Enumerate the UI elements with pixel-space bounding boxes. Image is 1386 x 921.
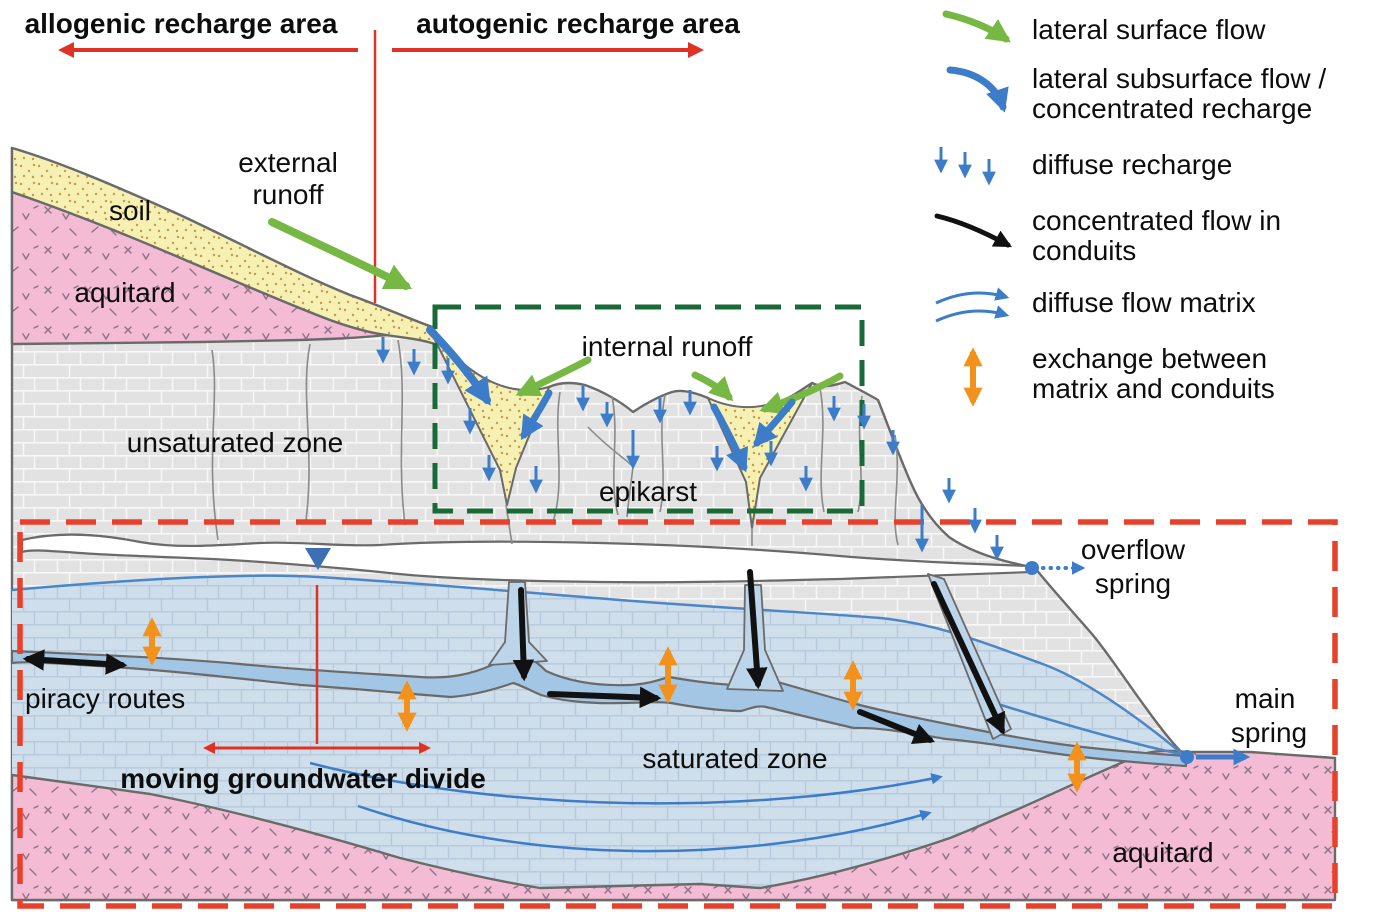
saturated-zone-label: saturated zone [642, 743, 827, 774]
matrix-flow-curve [357, 804, 932, 853]
water-table-line [11, 574, 1187, 758]
piracy-route-arrow [22, 649, 128, 675]
diffuse-recharge-arrows [376, 337, 1004, 561]
legend-label: matrix and conduits [1032, 373, 1275, 404]
internal-runoff-arrow [759, 372, 844, 415]
legend-label: lateral surface flow [1032, 14, 1266, 45]
saturated-zone-region [12, 575, 1186, 888]
legend-label: concentrated flow in [1032, 205, 1281, 236]
water-table-marker-icon [305, 548, 331, 570]
soil-layer-region [10, 146, 445, 349]
external-runoff-label: runoff [252, 179, 323, 210]
legend-label: diffuse flow matrix [1032, 287, 1256, 318]
legend-label: conduits [1032, 235, 1136, 266]
diffuse-flow-matrix-arrows-icon [935, 287, 1010, 305]
legend-item-exchange: exchange between matrix and conduits [963, 343, 1275, 407]
epikarst-dashed-box [432, 304, 865, 514]
diagram-labels: allogenic recharge area autogenic rechar… [25, 8, 1308, 868]
legend-item-lateral-surface-flow: lateral surface flow [942, 10, 1266, 45]
concentrated-recharge-arrow [520, 389, 553, 441]
legend-item-lateral-subsurface-flow: lateral subsurface flow / concentrated r… [946, 63, 1326, 124]
concentrated-flow-arrow-icon [934, 213, 1012, 248]
overflow-spring-outlet [1025, 561, 1039, 575]
unsaturated-zone-label: unsaturated zone [127, 427, 343, 458]
shaft-flow-arrow [746, 569, 768, 690]
piracy-routes-label: piracy routes [25, 683, 185, 714]
legend-item-concentrated-flow: concentrated flow in conduits [934, 205, 1281, 266]
boundary-annotations [17, 30, 1338, 909]
legend-label: concentrated recharge [1032, 93, 1312, 124]
allogenic-area-header: allogenic recharge area [25, 8, 338, 39]
legend-item-diffuse-flow-matrix: diffuse flow matrix [935, 287, 1256, 323]
concentrated-conduit-flow-arrows [22, 569, 1005, 745]
external-runoff-arrow [268, 218, 413, 290]
internal-runoff-label: internal runoff [582, 331, 753, 362]
main-spring-outlet [1180, 750, 1194, 764]
lateral-subsurface-flow-arrow-icon [946, 66, 1009, 113]
external-runoff-label: external [238, 147, 338, 178]
lower-aquitard-label: aquitard [1112, 837, 1213, 868]
legend-label: exchange between [1032, 343, 1267, 374]
shaft-flow-arrow [512, 587, 535, 682]
diffuse-flow-matrix-arrows-icon [935, 305, 1010, 323]
overflow-spring-label: spring [1095, 568, 1171, 599]
conduit-flow-arrow [547, 686, 662, 709]
moving-groundwater-divide-label: moving groundwater divide [120, 763, 486, 794]
legend-item-diffuse-recharge: diffuse recharge [934, 147, 1232, 186]
model-domain-dashed-box [17, 519, 1338, 909]
shaft-flow-arrow [931, 581, 1005, 735]
concentrated-recharge-arrow [426, 326, 491, 406]
lateral-surface-flow-arrows [268, 218, 844, 415]
vertical-shaft [488, 581, 548, 666]
conduit-flow-arrow [857, 709, 936, 745]
lateral-surface-flow-arrow-icon [942, 10, 1011, 43]
soil-label: soil [109, 195, 151, 226]
diffuse-matrix-flow-arrows [309, 761, 943, 853]
concentrated-recharge-arrow [710, 403, 749, 473]
matrix-conduit-exchange-arrows [142, 617, 1087, 793]
epikarst-label: epikarst [599, 476, 697, 507]
matrix-flow-curve [309, 761, 943, 805]
flow-line-to-spring [984, 698, 1181, 756]
upper-aquitard-label: aquitard [74, 277, 175, 308]
main-spring-label: spring [1231, 717, 1307, 748]
internal-runoff-arrow [691, 371, 734, 402]
legend: lateral surface flow lateral subsurface … [934, 10, 1326, 407]
lateral-subsurface-flow-arrows [426, 326, 796, 473]
overflow-spring-label: overflow [1081, 534, 1186, 565]
legend-label: diffuse recharge [1032, 149, 1232, 180]
concentrated-recharge-arrow [753, 398, 796, 448]
internal-runoff-arrow [515, 356, 592, 397]
legend-label: lateral subsurface flow / [1032, 63, 1326, 94]
main-spring-label: main [1235, 683, 1296, 714]
autogenic-area-header: autogenic recharge area [416, 8, 740, 39]
